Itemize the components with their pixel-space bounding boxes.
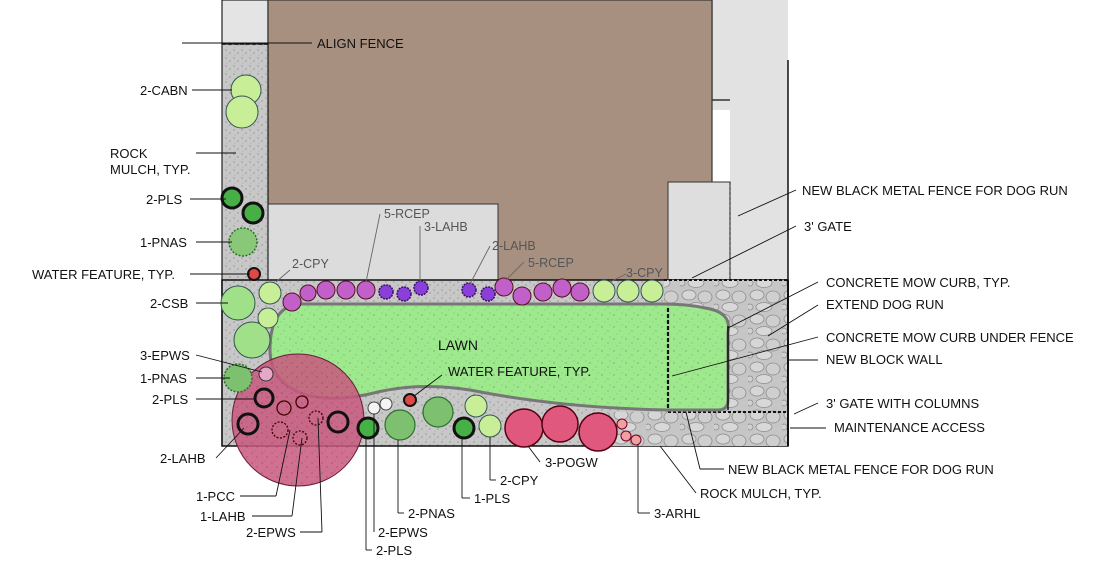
pogw-trees — [504, 405, 618, 452]
rcep-plants-1 — [282, 280, 376, 312]
label-pls-left: 2-PLS — [152, 392, 188, 407]
label-gate-3: 3' GATE — [804, 219, 852, 234]
label-arhl: 3-ARHL — [654, 506, 700, 521]
label-lahb-top: 3-LAHB — [424, 220, 468, 234]
label-water-feature-center: WATER FEATURE, TYP. — [448, 364, 591, 379]
label-rcep-2: 5-RCEP — [528, 256, 574, 270]
rcep-plants-2 — [494, 277, 590, 306]
label-cpy-top-left: 2-CPY — [292, 257, 329, 271]
label-lahb-left: 2-LAHB — [160, 451, 206, 466]
label-csb: 2-CSB — [150, 296, 188, 311]
label-maintenance: MAINTENANCE ACCESS — [834, 420, 985, 435]
cpy-bottom — [464, 394, 502, 438]
label-water-feature-left: WATER FEATURE, TYP. — [32, 267, 175, 282]
label-rcep-1: 5-RCEP — [384, 207, 430, 221]
pnas-bottom — [384, 396, 454, 441]
pls-bottom-1 — [356, 416, 380, 440]
label-rock-mulch-bottom: ROCK MULCH, TYP. — [700, 486, 822, 501]
label-cpy-top-right: 3-CPY — [626, 266, 663, 280]
label-extend-dog-run: EXTEND DOG RUN — [826, 297, 944, 312]
pnas-shrub-top — [228, 227, 258, 257]
label-cabn: 2-CABN — [140, 83, 188, 98]
label-mow-curb-fence: CONCRETE MOW CURB UNDER FENCE — [826, 330, 1074, 345]
pls-bottom-2 — [452, 416, 476, 440]
label-pcc: 1-PCC — [196, 489, 235, 504]
label-pnas-top: 1-PNAS — [140, 235, 187, 250]
epws-shrubs-left — [257, 307, 279, 382]
label-lawn: LAWN — [438, 337, 478, 353]
label-rock-mulch-2: MULCH, TYP. — [110, 162, 190, 177]
label-rock-mulch-1: ROCK — [110, 146, 148, 161]
label-epws-bottom: 2-EPWS — [246, 525, 296, 540]
label-pogw: 3-POGW — [545, 455, 598, 470]
lahb-plants-top — [378, 280, 496, 302]
label-pnas-left: 1-PNAS — [140, 371, 187, 386]
label-block-wall: NEW BLOCK WALL — [826, 352, 943, 367]
label-pls-bottom: 2-PLS — [376, 543, 412, 558]
label-lahb-bottom: 1-LAHB — [200, 509, 246, 524]
neighbor-paving-top — [221, 0, 269, 45]
epws-bottom — [367, 397, 393, 415]
label-new-fence-top: NEW BLACK METAL FENCE FOR DOG RUN — [802, 183, 1068, 198]
label-mow-curb: CONCRETE MOW CURB, TYP. — [826, 275, 1010, 290]
label-cpy-bottom: 2-CPY — [500, 473, 539, 488]
cpy-plants-top — [258, 279, 664, 305]
bottom-rock-strip — [590, 412, 788, 446]
label-lahb-top2: 2-LAHB — [492, 239, 536, 253]
cabn-shrubs — [225, 74, 262, 129]
label-epws-bottom2: 2-EPWS — [378, 525, 428, 540]
label-pls-top: 2-PLS — [146, 192, 182, 207]
leader-lines — [182, 42, 826, 551]
label-align-fence: ALIGN FENCE — [317, 36, 404, 51]
side-yard-paving — [712, 0, 788, 110]
label-epws-left: 3-EPWS — [140, 348, 190, 363]
water-feature-center — [403, 393, 417, 407]
label-pls-bottom1: 1-PLS — [474, 491, 510, 506]
side-slab — [667, 181, 731, 281]
lahb-in-tree — [271, 395, 324, 446]
label-gate-columns: 3' GATE WITH COLUMNS — [826, 396, 980, 411]
side-yard-paving-2 — [730, 100, 788, 280]
label-new-fence-bottom: NEW BLACK METAL FENCE FOR DOG RUN — [728, 462, 994, 477]
pls-shrubs-top — [220, 186, 265, 225]
pls-shrubs-in-tree — [236, 387, 350, 436]
csb-shrubs — [220, 285, 271, 359]
arhl-shrubs — [616, 418, 642, 446]
label-pnas-bottom: 2-PNAS — [408, 506, 455, 521]
